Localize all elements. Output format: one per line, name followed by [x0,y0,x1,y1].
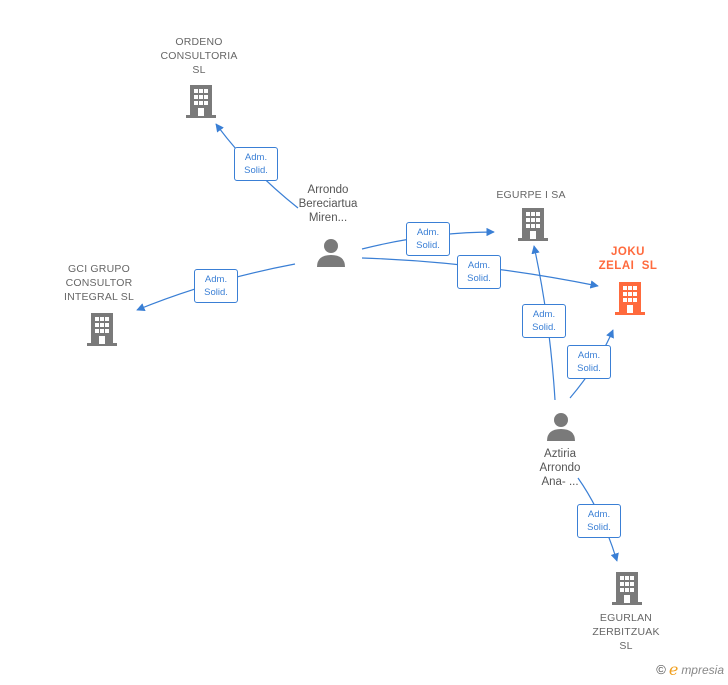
badge-line: Adm. [204,274,228,285]
label-line: ZELAI SL [598,260,658,272]
label-line: Aztiria [544,448,576,460]
edge-label-arrondo-joku[interactable]: Adm. Solid. [457,255,501,289]
badge-line: Solid. [587,522,611,533]
badge-line: Solid. [532,322,556,333]
brand-initial: e [668,660,679,679]
label-line: EGURLAN [599,612,653,624]
label-line: ZERBITZUAK [592,626,660,638]
edge-label-aztiria-joku[interactable]: Adm. Solid. [567,345,611,379]
edge-label-aztiria-egurpe[interactable]: Adm. Solid. [522,304,566,338]
label-line: SL [619,640,633,652]
badge-line: Solid. [244,165,268,176]
badge-line: Solid. [416,240,440,251]
node-label-ordeno[interactable]: ORDENO CONSULTORIA SL [160,35,237,77]
building-icon[interactable] [86,311,118,347]
building-icon[interactable] [611,570,643,606]
label-line: Ana- ... [541,476,579,488]
copyright-symbol: © [656,662,666,677]
badge-line: Adm. [532,309,556,320]
person-icon[interactable] [545,410,577,442]
building-icon[interactable] [185,83,217,119]
edge-label-arrondo-gci[interactable]: Adm. Solid. [194,269,238,303]
node-label-arrondo[interactable]: Arrondo Bereciartua Miren... [299,183,358,225]
node-label-egurlan[interactable]: EGURLAN ZERBITZUAK SL [592,611,659,653]
badge-line: Adm. [577,350,601,361]
label-line: Arrondo [307,184,349,196]
badge-line: Adm. [467,260,491,271]
label-line: GCI GRUPO [68,263,130,275]
label-line: CONSULTORIA [160,50,238,62]
badge-line: Adm. [587,509,611,520]
node-label-aztiria[interactable]: Aztiria Arrondo Ana- ... [540,447,581,489]
node-label-egurpe[interactable]: EGURPE I SA [496,188,565,202]
edge-label-aztiria-egurlan[interactable]: Adm. Solid. [577,504,621,538]
badge-line: Adm. [416,227,440,238]
label-line: Miren... [308,212,348,224]
label-line: EGURPE I SA [496,189,566,201]
node-label-joku[interactable]: JOKU ZELAI SL [599,245,658,273]
building-icon[interactable] [517,206,549,242]
brand-name: mpresia [681,662,724,677]
label-line: SL [192,64,206,76]
person-icon[interactable] [315,236,347,268]
badge-line: Solid. [467,273,491,284]
badge-line: Adm. [244,152,268,163]
label-line: Bereciartua [298,198,358,210]
edge-label-arrondo-egurpe[interactable]: Adm. Solid. [406,222,450,256]
label-line: JOKU [611,246,645,258]
label-line: ORDENO [175,36,223,48]
label-line: Arrondo [539,462,581,474]
edge-label-arrondo-ordeno[interactable]: Adm. Solid. [234,147,278,181]
building-icon[interactable] [614,280,646,316]
node-label-gci[interactable]: GCI GRUPO CONSULTOR INTEGRAL SL [64,262,134,304]
label-line: INTEGRAL SL [63,291,135,303]
badge-line: Solid. [204,287,228,298]
label-line: CONSULTOR [65,277,133,289]
badge-line: Solid. [577,363,601,374]
